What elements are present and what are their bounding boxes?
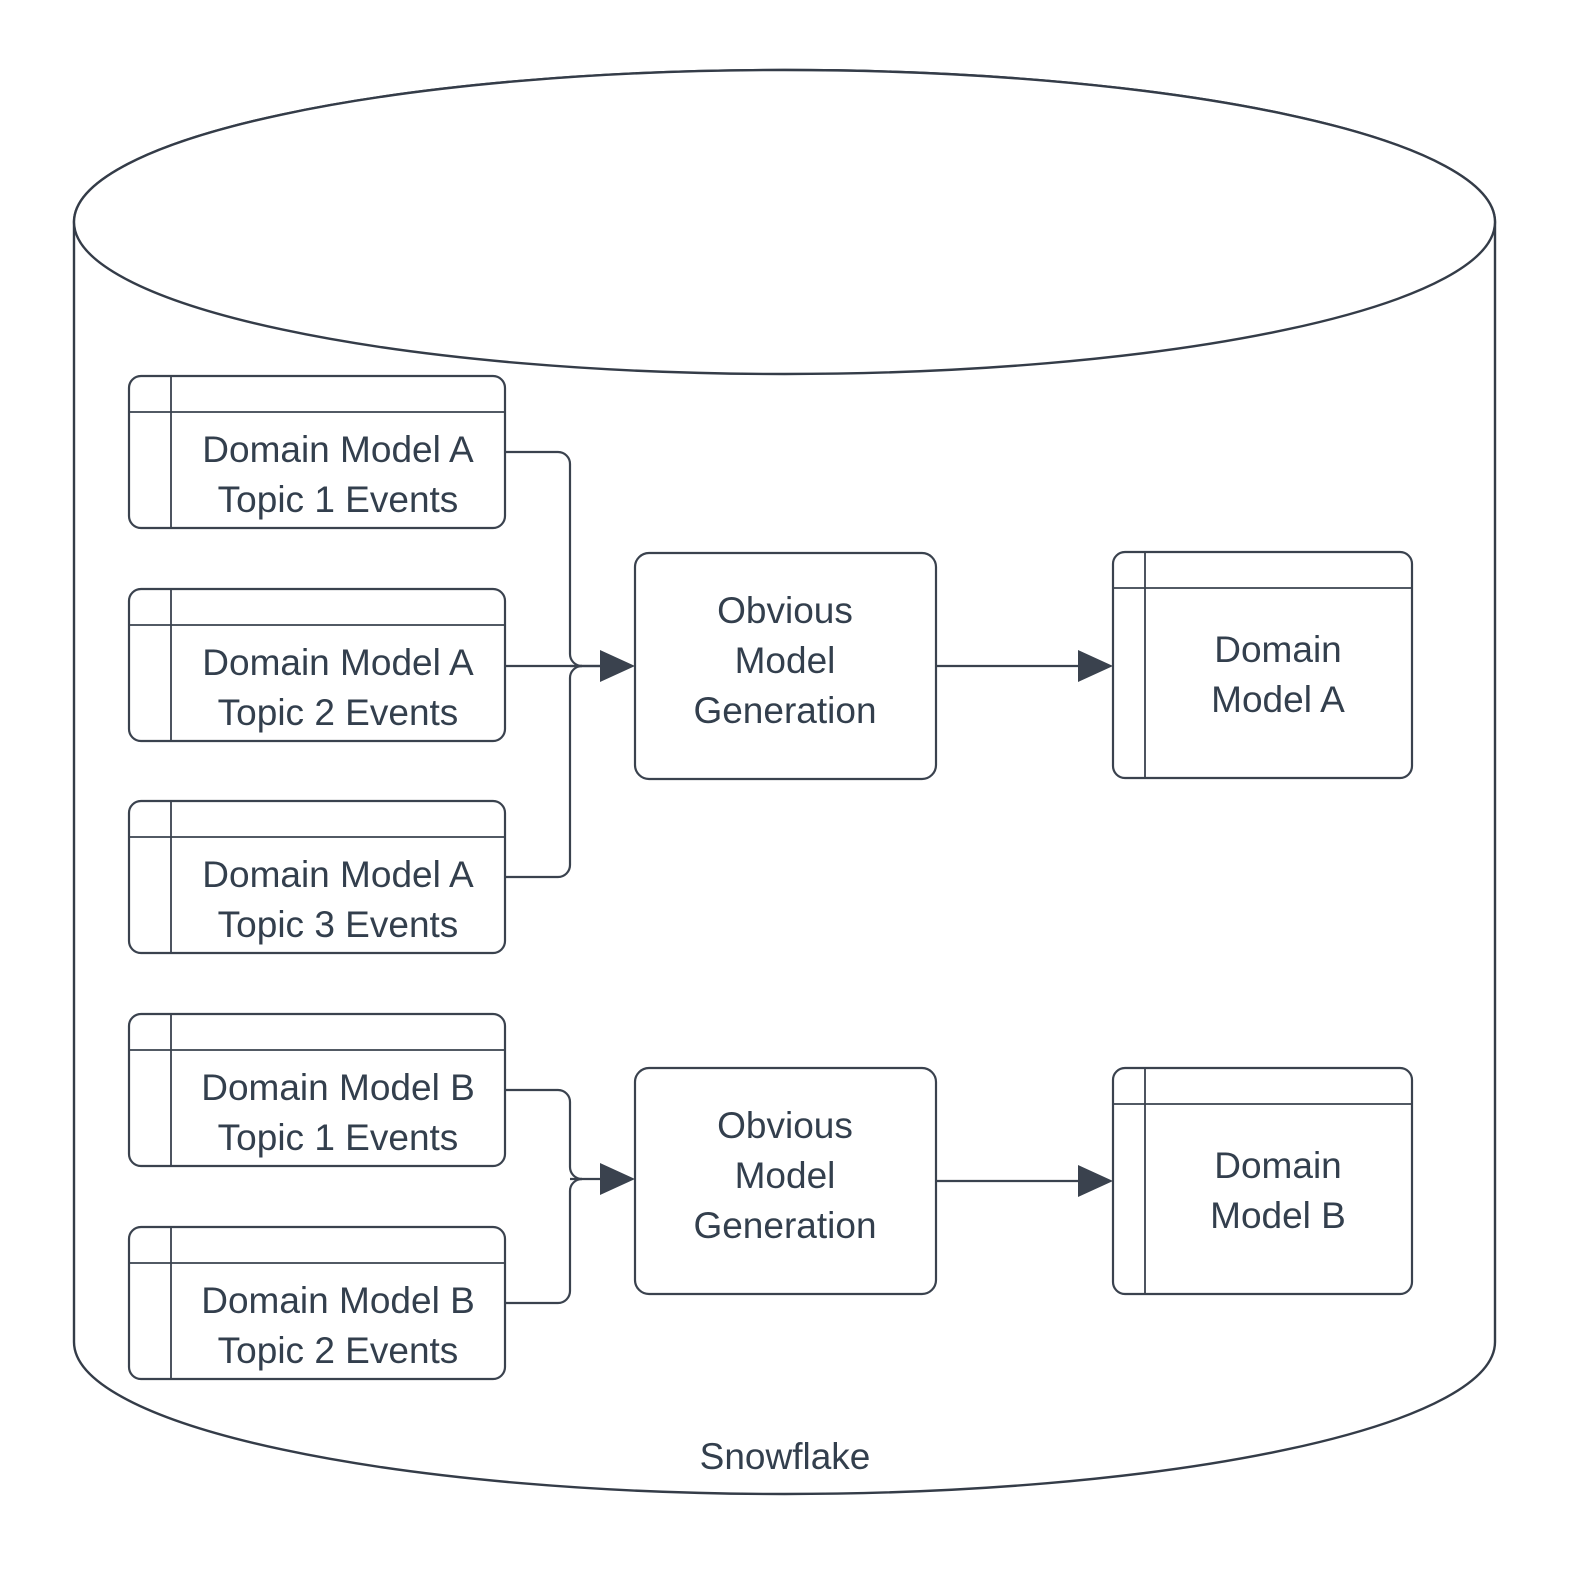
table-outline xyxy=(1111,1066,1414,1296)
source-a1-line2: Topic 1 Events xyxy=(218,479,459,520)
source-table-a3[interactable]: Domain Model A Topic 3 Events xyxy=(127,799,507,955)
source-a2-line1: Domain Model A xyxy=(202,642,474,683)
cylinder-label: Snowflake xyxy=(700,1436,871,1477)
output-table-b[interactable]: Domain Model B xyxy=(1111,1066,1414,1296)
source-a2-line2: Topic 2 Events xyxy=(218,692,459,733)
output-b-line2: Model B xyxy=(1210,1195,1346,1236)
process-box-a[interactable]: Obvious Model Generation xyxy=(633,551,938,781)
process-a-line2: Model xyxy=(735,640,836,681)
table-outline xyxy=(1111,550,1414,780)
connector-a3-to-process xyxy=(505,664,583,879)
source-a1-line1: Domain Model A xyxy=(202,429,474,470)
connector-group-b xyxy=(505,1088,635,1305)
connector-b1-to-process xyxy=(505,1088,583,1181)
source-table-a2[interactable]: Domain Model A Topic 2 Events xyxy=(127,587,507,743)
cylinder-top-ellipse xyxy=(72,68,1497,376)
source-b1-line2: Topic 1 Events xyxy=(218,1117,459,1158)
process-a-line3: Generation xyxy=(693,690,876,731)
process-box-b[interactable]: Obvious Model Generation xyxy=(633,1066,938,1296)
connector-group-a xyxy=(505,450,635,879)
output-a-line1: Domain xyxy=(1214,629,1342,670)
arrowhead-into-process-a xyxy=(600,650,635,682)
source-b2-line2: Topic 2 Events xyxy=(218,1330,459,1371)
source-table-b2[interactable]: Domain Model B Topic 2 Events xyxy=(127,1225,507,1381)
connector-b2-to-process xyxy=(505,1177,583,1305)
output-a-line2: Model A xyxy=(1211,679,1345,720)
output-b-line1: Domain xyxy=(1214,1145,1342,1186)
arrowhead-into-process-b xyxy=(600,1163,635,1195)
connector-a1-to-process xyxy=(505,450,583,668)
source-b1-line1: Domain Model B xyxy=(201,1067,475,1108)
source-table-a1[interactable]: Domain Model A Topic 1 Events xyxy=(127,374,507,530)
process-b-line2: Model xyxy=(735,1155,836,1196)
source-a3-line1: Domain Model A xyxy=(202,854,474,895)
arrowhead-into-output-a xyxy=(1078,650,1113,682)
process-a-line1: Obvious xyxy=(717,590,853,631)
connector-process-b-to-output-b xyxy=(936,1165,1113,1197)
source-a3-line2: Topic 3 Events xyxy=(218,904,459,945)
source-table-b1[interactable]: Domain Model B Topic 1 Events xyxy=(127,1012,507,1168)
connector-process-a-to-output-a xyxy=(936,650,1113,682)
arrowhead-into-output-b xyxy=(1078,1165,1113,1197)
source-b2-line1: Domain Model B xyxy=(201,1280,475,1321)
output-table-a[interactable]: Domain Model A xyxy=(1111,550,1414,780)
process-b-line1: Obvious xyxy=(717,1105,853,1146)
process-b-line3: Generation xyxy=(693,1205,876,1246)
